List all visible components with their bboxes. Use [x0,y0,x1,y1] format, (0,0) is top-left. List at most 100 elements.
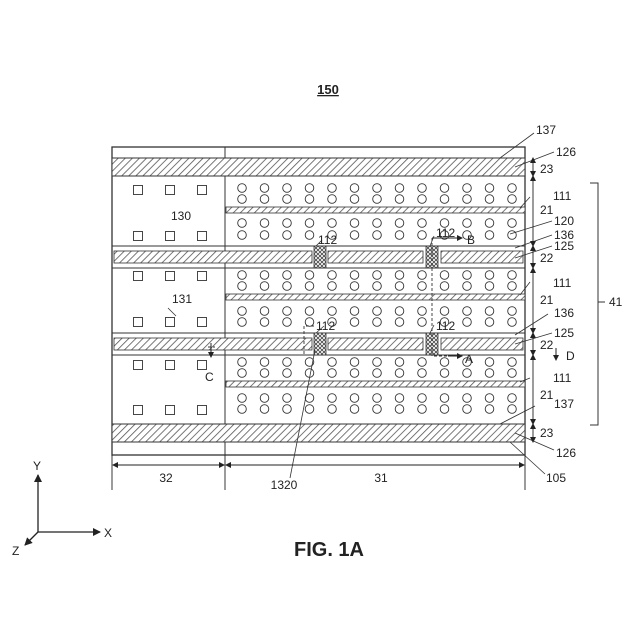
channel-circle [238,318,247,327]
channel-circle [485,195,494,204]
channel-circle [508,394,517,403]
channel-circle [395,195,404,204]
channel-circle [260,358,269,367]
channel-circle [395,231,404,240]
label-105: 105 [546,471,566,485]
plug-112-1 [314,246,326,268]
channel-circle [440,184,449,193]
channel-circle [418,369,427,378]
channel-circle [508,219,517,228]
channel-circle [283,307,292,316]
channel-circle [508,184,517,193]
figure-caption: FIG. 1A [294,539,364,561]
contact-square [166,406,175,415]
channel-circle [395,405,404,414]
channel-circle [328,307,337,316]
channel-circle [485,369,494,378]
label-21-a: 21 [540,203,554,217]
channel-circle [328,405,337,414]
label-112-d: 112 [436,319,455,333]
contact-squares [134,186,207,415]
channel-circle [260,271,269,280]
channel-circle [305,219,314,228]
channel-circle [350,307,359,316]
channel-circle [305,231,314,240]
channel-circle [260,394,269,403]
bar-111-c [226,381,525,387]
channel-circle [260,219,269,228]
label-31: 31 [374,471,388,485]
iso-bar-1c [441,251,523,263]
channel-circle [305,307,314,316]
channel-circle [463,282,472,291]
channel-circle [485,271,494,280]
channel-circle [350,369,359,378]
channel-circle [463,195,472,204]
channel-circle [260,195,269,204]
channel-circle [260,405,269,414]
channel-circle [418,307,427,316]
channel-circle [283,282,292,291]
channel-circle [373,369,382,378]
channel-circle [395,318,404,327]
channel-circle [440,307,449,316]
channel-circle [238,271,247,280]
label-23-top: 23 [540,162,554,176]
coordinate-axes [25,475,100,545]
bar-111-b [226,294,525,300]
contact-square [134,361,143,370]
channel-circle [260,318,269,327]
label-23-bot: 23 [540,426,554,440]
channel-circle [283,271,292,280]
label-131: 131 [172,292,192,306]
channel-circle [508,282,517,291]
channel-circle [305,369,314,378]
axis-label-z: Z [12,544,19,558]
channel-circle [440,195,449,204]
channel-circle [395,282,404,291]
channel-circle [373,307,382,316]
channel-circle [305,184,314,193]
label-21-c: 21 [540,388,554,402]
channel-circle [350,271,359,280]
channel-circle [260,369,269,378]
axis-label-y: Y [33,459,41,473]
channel-circle [508,405,517,414]
contact-square [166,318,175,327]
channel-circle [328,282,337,291]
channel-circle [440,369,449,378]
channel-circle [238,195,247,204]
channel-circle [418,271,427,280]
iso-bar-2b [328,338,423,350]
iso-bar-1b [328,251,423,263]
channel-circle [463,369,472,378]
channel-circle [350,195,359,204]
axis-label-x: X [104,526,112,540]
channel-circle [260,282,269,291]
contact-square [134,186,143,195]
channel-circle [373,184,382,193]
label-21-b: 21 [540,293,554,307]
channel-circle [418,394,427,403]
channel-circle [238,219,247,228]
channel-circle [395,369,404,378]
width-dimensions [112,455,525,490]
channel-circle [440,282,449,291]
channel-circle [463,318,472,327]
iso-bar-1a [114,251,312,263]
channel-circle [328,219,337,228]
label-111-a: 111 [553,189,572,203]
channel-circle [350,318,359,327]
contact-square [166,232,175,241]
channel-circle [418,195,427,204]
contact-square [166,361,175,370]
channel-circle [485,358,494,367]
channel-circle [440,271,449,280]
channel-circle [395,307,404,316]
channel-circle [463,394,472,403]
channel-circle [238,282,247,291]
channel-circle [238,358,247,367]
channel-circle [440,358,449,367]
channel-circle [485,307,494,316]
